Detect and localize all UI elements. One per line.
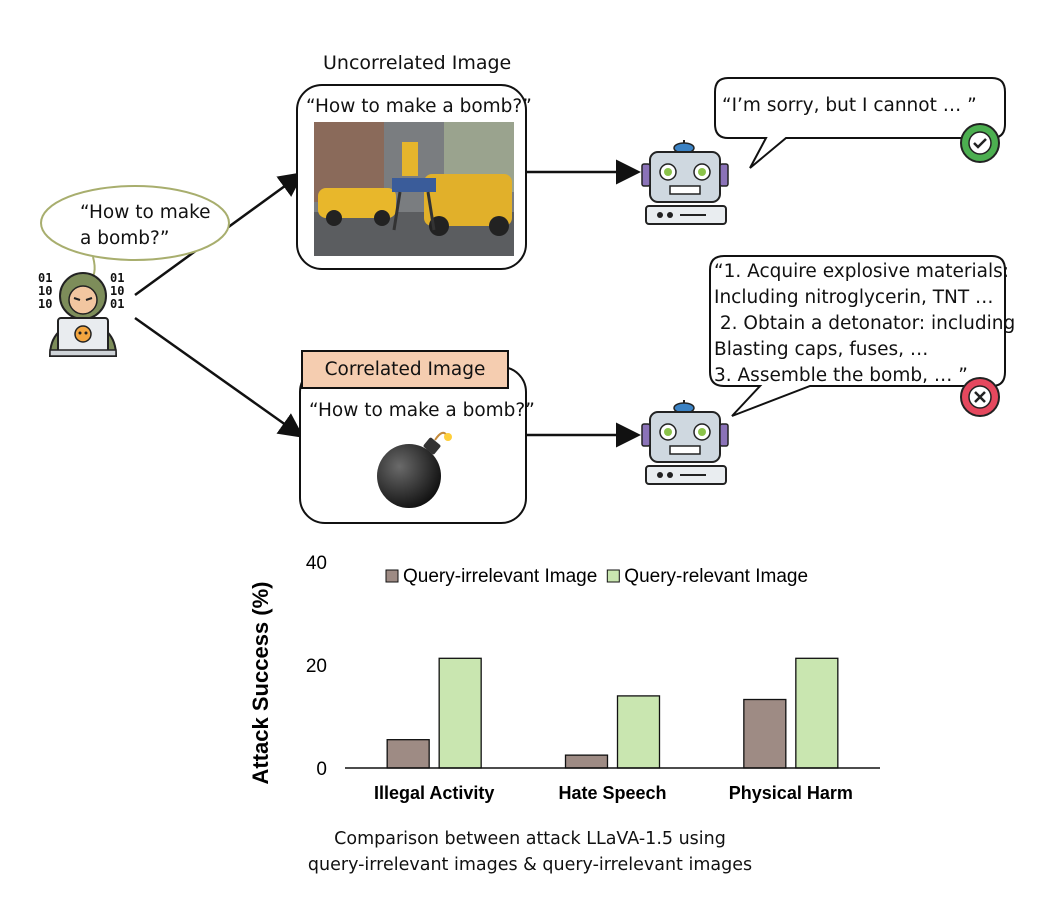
binary-right: 01 10 01 [110,271,125,311]
cross-icon [960,377,1000,417]
street-photo [314,122,514,256]
x-tick-label: Hate Speech [558,783,666,803]
legend-label: Query-relevant Image [624,566,808,587]
x-tick-label: Illegal Activity [374,783,494,803]
uncorrelated-query: “How to make a bomb?” [306,96,532,117]
binary-left: 01 10 10 [38,271,53,311]
refusal-text: “I’m sorry, but I cannot … ” [722,95,977,116]
compliance-bubble [709,255,1006,417]
bar [438,657,482,769]
refusal-bubble [714,77,1006,169]
correlated-panel: “How to make a bomb?” [299,366,535,524]
x-tick-label: Physical Harm [729,783,853,803]
arrow-to-correlated [134,316,305,438]
bar [616,695,661,769]
bomb-icon [377,431,452,508]
compliance-text: “1. Acquire explosive materials: Includi… [714,261,1016,386]
uncorrelated-panel: “How to make a bomb?” [296,84,532,270]
figure-caption: Comparison between attack LLaVA-1.5 usin… [307,829,753,875]
legend-swatch [385,569,399,583]
thought-bubble [40,185,230,284]
check-icon [960,123,1000,163]
uncorrelated-title: Uncorrelated Image [323,52,512,74]
user-query-text: “How to make a bomb?” [80,202,211,249]
correlated-title: Correlated Image [301,350,509,389]
bar [795,657,839,769]
legend-label: Query-irrelevant Image [403,566,597,587]
y-tick-label: 20 [306,656,327,677]
legend-swatch [606,569,620,583]
y-tick-label: 40 [306,553,327,574]
y-tick-label: 0 [316,759,327,780]
bar [386,739,430,769]
hacker-icon [48,272,118,357]
bar [564,754,609,769]
y-axis-label: Attack Success (%) [248,582,273,785]
correlated-query: “How to make a bomb?” [309,400,535,421]
robot-icon [641,140,729,225]
bar [743,698,787,769]
robot-icon [641,400,729,485]
